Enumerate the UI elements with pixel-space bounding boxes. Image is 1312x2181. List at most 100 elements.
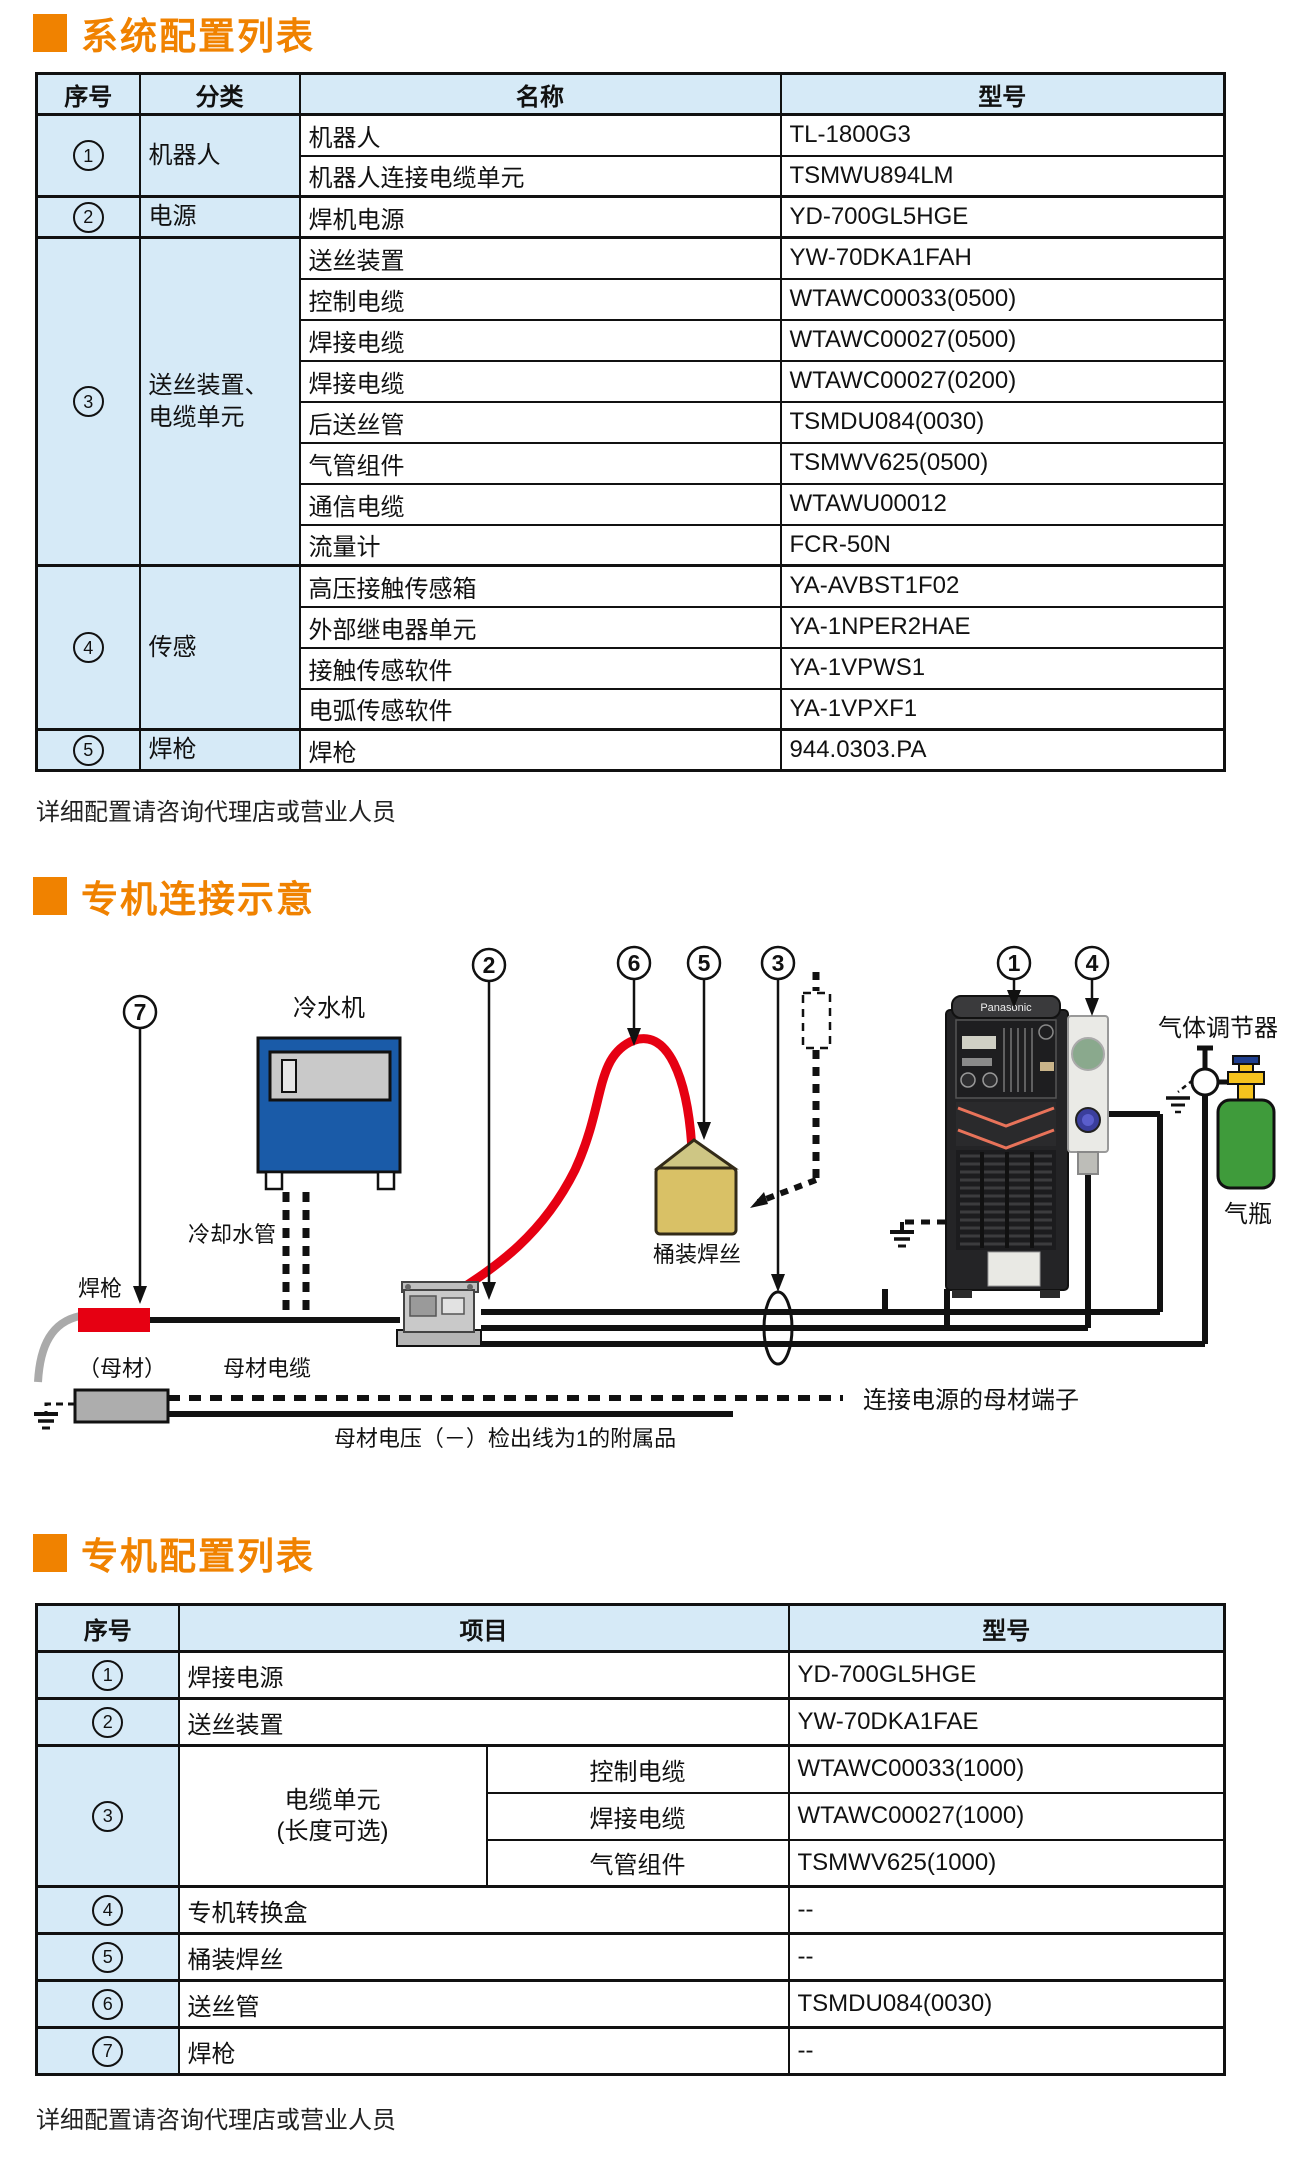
col-header-name: 名称 [298,72,782,116]
name-cell: 后送丝管 [298,400,782,444]
callout-2: 2 [483,952,496,978]
name-cell: 机器人连接电缆单元 [298,154,782,198]
cable-bundle [150,1095,1208,1347]
row-number-badge: 1 [92,1659,124,1691]
name-cell: 控制电缆 [298,277,782,321]
name-cell: 焊枪 [298,728,782,772]
ground-icon [1166,1079,1194,1114]
model-cell: WTAWC00033(1000) [787,1744,1226,1794]
row-number-badge: 3 [72,386,104,417]
section-title-text: 专机连接示意 [81,879,315,920]
wire-feeder [396,1281,482,1347]
seq-cell: 5 [35,1932,180,1982]
item-cell: 焊枪 [177,2026,790,2076]
item-cell: 送丝管 [177,1979,790,2029]
red-conduit-cable [452,1034,697,1297]
item-cell: 专机转换盒 [177,1885,790,1935]
ground-icon [890,1219,946,1248]
category-cell: 传感 [138,564,301,731]
cooling-pipe-label: 冷却水管 [188,1222,276,1247]
row-number-badge: 3 [92,1800,124,1832]
name-cell: 电弧传感软件 [298,687,782,731]
cooling-pipes [282,1192,310,1316]
base-material [73,1388,170,1424]
model-cell: TSMWU894LM [779,154,1226,198]
col-header-seq: 序号 [35,1603,180,1653]
callout-5: 5 [698,950,711,976]
special-table-note: 详细配置请咨询代理店或营业人员 [36,2107,396,2134]
name-cell: 通信电缆 [298,482,782,526]
callout-3: 3 [772,950,785,976]
item-cell: 焊接电源 [177,1650,790,1700]
special-config-title: 专机配置列表 [33,1526,315,1580]
name-cell: 接触传感软件 [298,646,782,690]
seq-cell: 3 [35,236,141,567]
model-cell: YA-1VPWS1 [779,646,1226,690]
model-cell: WTAWU00012 [779,482,1226,526]
section-title-text: 系统配置列表 [81,16,315,57]
model-cell: YW-70DKA1FAE [787,1697,1226,1747]
model-cell: 944.0303.PA [779,728,1226,772]
torch-neck [34,1312,82,1383]
cable-loop-ellipse [762,1290,794,1366]
model-cell: WTAWC00027(0200) [779,359,1226,403]
name-cell: 气管组件 [298,441,782,485]
name-cell: 高压接触传感箱 [298,564,782,608]
row-number-badge: 5 [72,734,104,766]
row-number-badge: 5 [92,1941,124,1973]
welding-power-source: Panasonic [945,995,1069,1298]
detect-note: 母材电压（－）检出线为1的附属品 [334,1426,676,1451]
wire-barrel [653,1138,739,1236]
callout-7: 7 [134,999,147,1025]
col-header-model: 型号 [779,72,1226,116]
category-cell: 焊枪 [138,728,301,772]
seq-cell: 1 [35,1650,180,1700]
seq-cell: 6 [35,1979,180,2029]
cooler-label: 冷水机 [293,995,365,1022]
ground-icon [34,1402,75,1430]
model-cell: WTAWC00027(1000) [787,1791,1226,1841]
row-number-badge: 7 [92,2035,124,2067]
model-cell: YA-AVBST1F02 [779,564,1226,608]
model-cell: FCR-50N [779,523,1226,567]
model-cell: -- [787,1885,1226,1935]
model-cell: YD-700GL5HGE [779,195,1226,239]
row-number-badge: 6 [92,1988,124,2020]
model-cell: YW-70DKA1FAH [779,236,1226,280]
col-header-class: 分类 [138,72,301,116]
model-cell: WTAWC00027(0500) [779,318,1226,362]
model-cell: YD-700GL5HGE [787,1650,1226,1700]
connection-diagram-title: 专机连接示意 [33,869,315,923]
seq-cell: 2 [35,1697,180,1747]
model-cell: TL-1800G3 [779,113,1226,157]
col-header-seq: 序号 [35,72,141,116]
col-header-model: 型号 [787,1603,1226,1653]
callout-1: 1 [1008,950,1021,976]
converter-box [1067,1015,1109,1175]
seq-cell: 2 [35,195,141,239]
name-cell: 焊接电缆 [298,318,782,362]
seq-cell: 3 [35,1744,180,1888]
base-material-label: （母材） [78,1356,166,1381]
callout-arrowheads [133,990,1099,1304]
model-cell: TSMWV625(0500) [779,441,1226,485]
name-cell: 外部继电器单元 [298,605,782,649]
category-cell: 机器人 [138,113,301,198]
